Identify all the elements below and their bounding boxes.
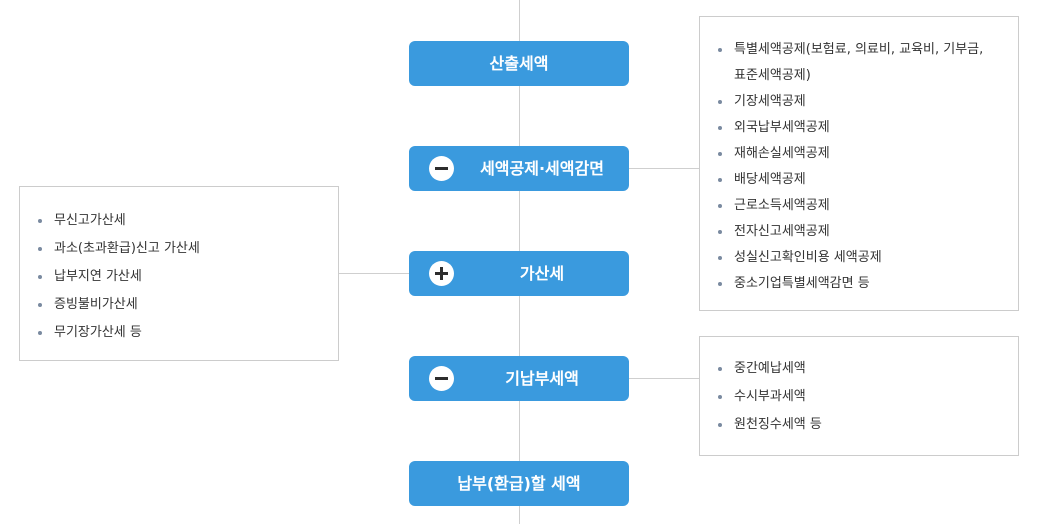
list-item: 원천징수세액 등 [716,411,1002,439]
bullet-icon [718,230,722,234]
step-prepaid-tax: 기납부세액 [409,356,629,401]
step-additional-tax: 가산세 [409,251,629,296]
deduction-items-list: 특별세액공제(보험료, 의료비, 교육비, 기부금, 표준세액공제) 기장세액공… [716,37,1002,297]
prepaid-tax-items-box: 중간예납세액 수시부과세액 원천징수세액 등 [699,336,1019,456]
bullet-icon [718,282,722,286]
connector-to-additional-box [338,273,409,274]
connector-to-deduction-box [629,168,700,169]
bullet-icon [718,178,722,182]
step-tax-deduction: 세액공제·세액감면 [409,146,629,191]
plus-circle-icon [429,261,454,286]
list-item: 성실신고확인비용 세액공제 [716,245,1002,271]
deduction-items-box: 특별세액공제(보험료, 의료비, 교육비, 기부금, 표준세액공제) 기장세액공… [699,16,1019,311]
list-item: 중소기업특별세액감면 등 [716,271,1002,297]
minus-circle-icon [429,366,454,391]
list-item: 증빙불비가산세 [36,291,322,319]
list-item: 무기장가산세 등 [36,319,322,347]
list-item: 기장세액공제 [716,89,1002,115]
step-prepaid-tax-label: 기납부세액 [505,369,579,388]
bullet-icon [718,423,722,427]
bullet-icon [718,100,722,104]
list-item: 수시부과세액 [716,383,1002,411]
list-item: 재해손실세액공제 [716,141,1002,167]
list-item: 중간예납세액 [716,355,1002,383]
list-item: 전자신고세액공제 [716,219,1002,245]
step-tax-deduction-label: 세액공제·세액감면 [480,159,604,178]
additional-tax-items-box: 무신고가산세 과소(초과환급)신고 가산세 납부지연 가산세 증빙불비가산세 무… [19,186,339,361]
step-final-tax: 납부(환급)할 세액 [409,461,629,506]
bullet-icon [718,367,722,371]
bullet-icon [718,395,722,399]
bullet-icon [718,256,722,260]
list-item: 근로소득세액공제 [716,193,1002,219]
step-calculated-tax-label: 산출세액 [489,54,549,73]
bullet-icon [38,331,42,335]
bullet-icon [718,152,722,156]
step-additional-tax-label: 가산세 [519,264,565,283]
bullet-icon [718,126,722,130]
bullet-icon [38,247,42,251]
list-item: 무신고가산세 [36,207,322,235]
additional-tax-items-list: 무신고가산세 과소(초과환급)신고 가산세 납부지연 가산세 증빙불비가산세 무… [36,207,322,347]
bullet-icon [38,275,42,279]
list-item: 배당세액공제 [716,167,1002,193]
list-item: 외국납부세액공제 [716,115,1002,141]
step-calculated-tax: 산출세액 [409,41,629,86]
list-item: 특별세액공제(보험료, 의료비, 교육비, 기부금, 표준세액공제) [716,37,1002,89]
connector-to-prepaid-box [629,378,700,379]
bullet-icon [38,219,42,223]
prepaid-tax-items-list: 중간예납세액 수시부과세액 원천징수세액 등 [716,355,1002,439]
list-item: 과소(초과환급)신고 가산세 [36,235,322,263]
step-final-tax-label: 납부(환급)할 세액 [457,474,581,493]
list-item: 납부지연 가산세 [36,263,322,291]
minus-circle-icon [429,156,454,181]
bullet-icon [38,303,42,307]
bullet-icon [718,48,722,52]
bullet-icon [718,204,722,208]
